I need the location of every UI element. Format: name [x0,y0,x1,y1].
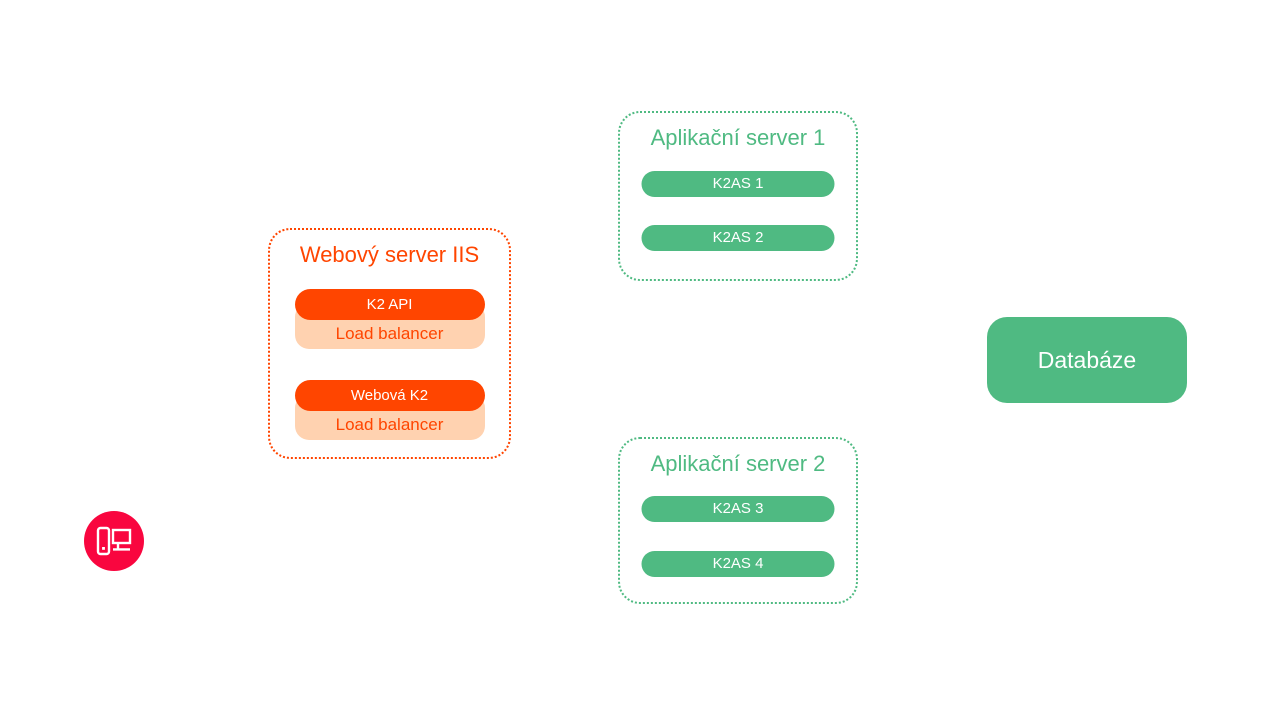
load-balancer-label: Load balancer [335,415,444,434]
web-server-title: Webový server IIS [299,242,480,267]
k2as-2-pill: K2AS 2 [641,225,835,251]
k2as-1-pill: K2AS 1 [641,171,835,197]
k2-api-group: Load balancer K2 API [294,289,485,349]
app-server-1-box: Aplikační server 1 K2AS 1 K2AS 2 [618,111,858,281]
k2as-3-pill: K2AS 3 [641,496,835,522]
webova-k2-pill: Webová K2 [294,380,485,411]
desktop-computer-icon [96,526,132,556]
load-balancer-label: Load balancer [335,324,444,343]
k2as-4-pill: K2AS 4 [641,551,835,577]
client-device-badge [84,511,144,571]
web-server-box: Webový server IIS Load balancer K2 API L… [268,228,511,459]
database-box: Databáze [987,317,1187,403]
k2-api-pill: K2 API [294,289,485,320]
app-server-2-box: Aplikační server 2 K2AS 3 K2AS 4 [618,437,858,604]
webova-k2-group: Load balancer Webová K2 [294,380,485,440]
app-server-2-title: Aplikační server 2 [650,451,826,476]
app-server-1-title: Aplikační server 1 [650,125,826,150]
